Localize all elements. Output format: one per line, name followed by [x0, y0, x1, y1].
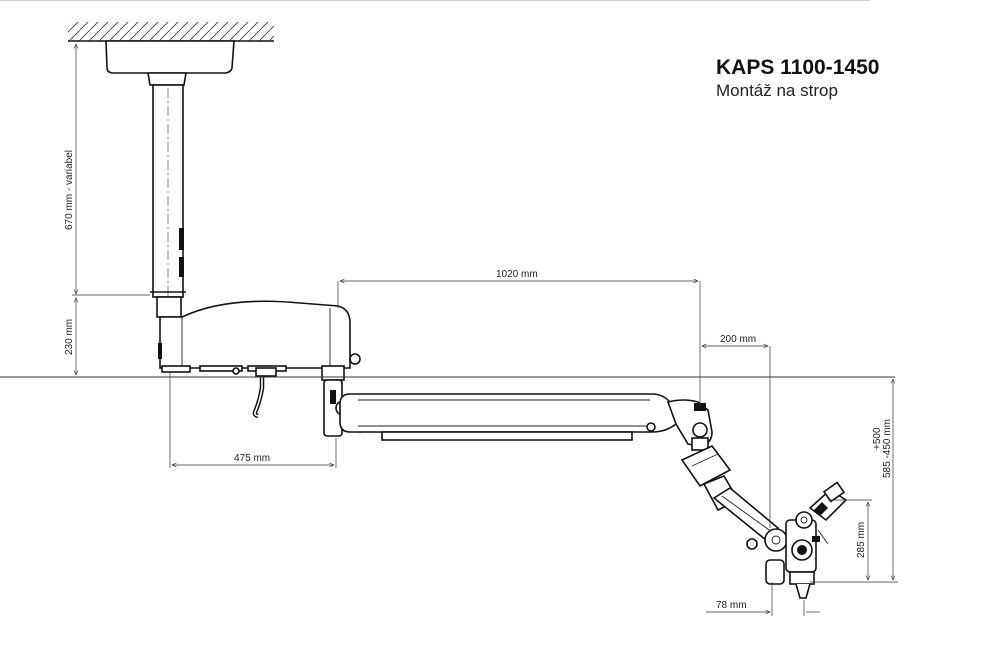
distal-joint — [666, 399, 713, 451]
label-200: 200 mm — [720, 334, 756, 345]
arm-housing — [158, 300, 361, 419]
label-285: 285 mm — [856, 522, 867, 558]
label-range-main: 585 -450 mm — [882, 419, 893, 478]
label-range-plus: +500 — [872, 427, 883, 450]
label-230: 230 mm — [64, 319, 75, 355]
label-670: 670 mm - variabel — [64, 150, 75, 230]
dimension-285: 285 mm — [810, 499, 898, 583]
ceiling-hatch — [68, 22, 274, 42]
dimension-1020: 1020 mm — [337, 269, 701, 406]
label-78: 78 mm — [716, 600, 747, 611]
ceiling-mount-plate — [105, 40, 235, 86]
label-475: 475 mm — [234, 453, 270, 464]
dimension-230: 230 mm — [64, 298, 76, 375]
label-1020: 1020 mm — [496, 269, 538, 280]
dimension-475: 475 mm — [169, 372, 337, 468]
diagram-subtitle: Montáž na strop — [716, 81, 838, 100]
dimension-range: +500 585 -450 mm — [872, 379, 893, 580]
diagram-title: KAPS 1100-1450 — [716, 56, 880, 79]
horizontal-arm — [339, 393, 677, 441]
dimension-200: 200 mm — [702, 334, 771, 528]
microscope-head — [764, 481, 848, 599]
dimension-670: 670 mm - variabel — [64, 44, 150, 296]
diagonal-strut — [712, 487, 780, 550]
dimension-78: 78 mm — [706, 582, 820, 616]
